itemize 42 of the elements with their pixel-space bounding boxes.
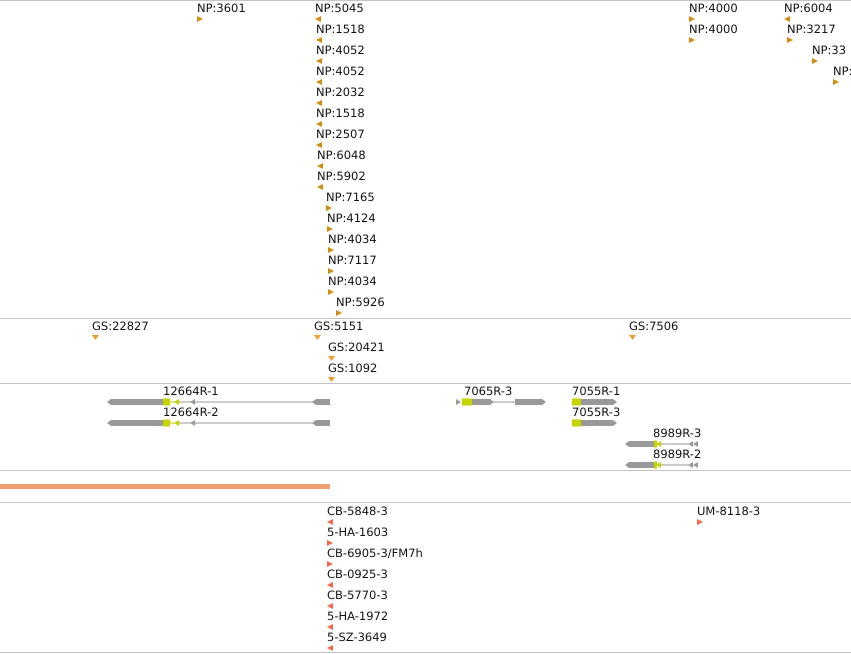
feature-label: CB-5770-3 — [327, 589, 388, 602]
feature-label: NP:2507 — [316, 128, 365, 141]
feature-label: NP:4000 — [689, 2, 738, 15]
feature-label: NP:4052 — [316, 65, 365, 78]
feature-label: GS:22827 — [92, 320, 149, 333]
feature-label: NP:4052 — [316, 44, 365, 57]
feature-label: NP:1518 — [316, 23, 365, 36]
feature-label: CB-5848-3 — [327, 505, 388, 518]
feature-label: GS:5151 — [314, 320, 364, 333]
transcript-label: 7065R-3 — [464, 385, 512, 398]
feature-label: 5-HA-1603 — [327, 526, 388, 539]
feature-label: 5-SZ-3649 — [327, 631, 387, 644]
feature-label: CB-0925-3 — [327, 568, 388, 581]
feature-label: NP:3601 — [197, 2, 246, 15]
transcript-label: 8989R-2 — [653, 448, 702, 461]
feature-label: UM-8118-3 — [697, 505, 760, 518]
transcript-label: 12664R-1 — [163, 385, 219, 398]
feature-label: GS:20421 — [328, 341, 385, 354]
feature-label: NP:4000 — [689, 23, 738, 36]
feature-label: NP: — [833, 65, 851, 78]
feature-label: NP:5926 — [336, 296, 385, 309]
feature-label: NP:3217 — [787, 23, 836, 36]
feature-label: NP:4034 — [328, 233, 377, 246]
feature-label: CB-6905-3/FM7h — [327, 547, 423, 560]
feature-label: NP:4034 — [328, 275, 377, 288]
feature-label: NP:6004 — [784, 2, 833, 15]
feature-label: GS:7506 — [629, 320, 678, 333]
feature-label: NP:7117 — [328, 254, 377, 267]
feature-label: NP:5045 — [315, 2, 364, 15]
feature-label: NP:33 — [812, 44, 846, 57]
transcript-label: 7055R-3 — [572, 406, 620, 419]
transcript-label: 12664R-2 — [163, 406, 219, 419]
feature-label: NP:1518 — [316, 107, 365, 120]
transcript-label: 7055R-1 — [572, 385, 620, 398]
feature-label: 5-HA-1972 — [327, 610, 388, 623]
feature-label: GS:1092 — [328, 362, 378, 375]
feature-label: NP:7165 — [326, 191, 375, 204]
feature-label: NP:6048 — [317, 149, 366, 162]
transcript-label: 8989R-3 — [653, 427, 702, 440]
feature-label: NP:4124 — [327, 212, 376, 225]
feature-label: NP:5902 — [317, 170, 366, 183]
feature-label: NP:2032 — [316, 86, 365, 99]
